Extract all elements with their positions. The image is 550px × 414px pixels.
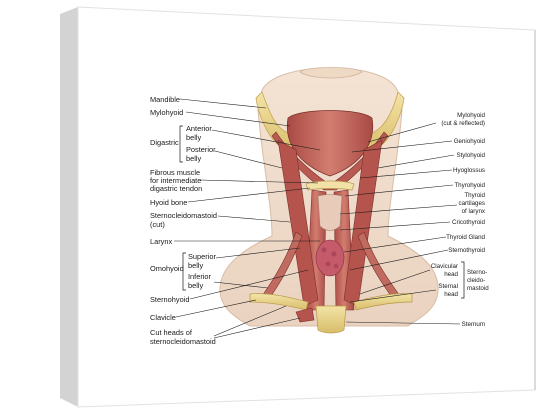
label-larynx: Larynx — [150, 237, 172, 246]
label-thyrohyoid: Thyrohyoid — [454, 182, 485, 189]
label-sternocleidomastoid-cut-1: Sternocleidomastoid — [150, 211, 217, 220]
label-posterior-belly-1: Posterior — [186, 145, 216, 154]
thyroid-gland-shape — [315, 239, 345, 277]
label-anterior-belly-2: belly — [186, 133, 202, 142]
label-thyroid-cartilages-3: of larynx — [462, 208, 486, 215]
label-hyoglossus: Hyoglossus — [453, 167, 485, 174]
label-scm-2: cleido- — [467, 277, 485, 284]
label-sternal-head-1: Sternal — [438, 283, 458, 290]
clavicle-right — [353, 293, 413, 311]
label-sternothyroid: Sternothyroid — [448, 247, 485, 254]
label-clavicle: Clavicle — [150, 313, 176, 322]
chin — [299, 67, 363, 79]
label-clavicular-head-1: Clavicular — [431, 263, 458, 270]
label-superior-belly-2: belly — [188, 261, 204, 270]
label-scm-1: Sterno- — [467, 269, 487, 276]
label-sternal-head-2: head — [444, 291, 458, 298]
label-inferior-belly-1: Inferior — [188, 272, 212, 281]
label-cut-heads-2: sternocleidomastoid — [150, 337, 216, 346]
label-mandible: Mandible — [150, 95, 180, 104]
cut-heads — [295, 307, 315, 323]
label-scm-3: mastoid — [467, 285, 489, 292]
label-thyroid-cartilages-1: Thyroid — [464, 192, 485, 199]
label-thyroid-gland: Thyroid Gland — [446, 234, 485, 241]
labels-right: Mylohyoid (cut & reflected) Geniohyoid S… — [339, 112, 489, 328]
label-superior-belly-1: Superior — [188, 252, 216, 261]
labels-left: Mandible Mylohyoid Digastric Anterior be… — [150, 95, 321, 346]
label-anterior-belly-1: Anterior — [186, 124, 212, 133]
label-cricothyroid: Cricothyroid — [452, 219, 486, 226]
label-sternocleidomastoid-cut-2: (cut) — [150, 220, 165, 229]
thyroid-cartilage — [317, 194, 343, 231]
label-stylohyoid: Stylohyoid — [456, 152, 485, 159]
label-mylohyoid-cut-2: (cut & reflected) — [441, 120, 485, 127]
label-cut-heads-1: Cut heads of — [150, 328, 193, 337]
label-posterior-belly-2: belly — [186, 154, 202, 163]
label-fibrous-muscle-1: Fibrous muscle — [150, 168, 200, 177]
label-geniohyoid: Geniohyoid — [454, 138, 486, 145]
label-inferior-belly-2: belly — [188, 281, 204, 290]
label-fibrous-muscle-3: digastric tendon — [150, 184, 202, 193]
label-clavicular-head-2: head — [444, 271, 458, 278]
label-sternohyoid: Sternohyoid — [150, 295, 189, 304]
label-sternum: Sternum — [462, 321, 485, 328]
neck-illustration — [219, 67, 439, 334]
label-omohyoid: Omohyoid — [150, 264, 184, 273]
label-mylohyoid-cut-1: Mylohyoid — [457, 112, 485, 119]
hyoid-bone-shape — [305, 180, 355, 191]
label-hyoid-bone: Hyoid bone — [150, 198, 187, 207]
sternum-bone — [315, 305, 347, 334]
label-thyroid-cartilages-2: cartilages — [459, 200, 485, 207]
label-mylohyoid: Mylohyoid — [150, 108, 183, 117]
label-digastric: Digastric — [150, 138, 179, 147]
label-fibrous-muscle-2: for intermediate — [150, 176, 201, 185]
